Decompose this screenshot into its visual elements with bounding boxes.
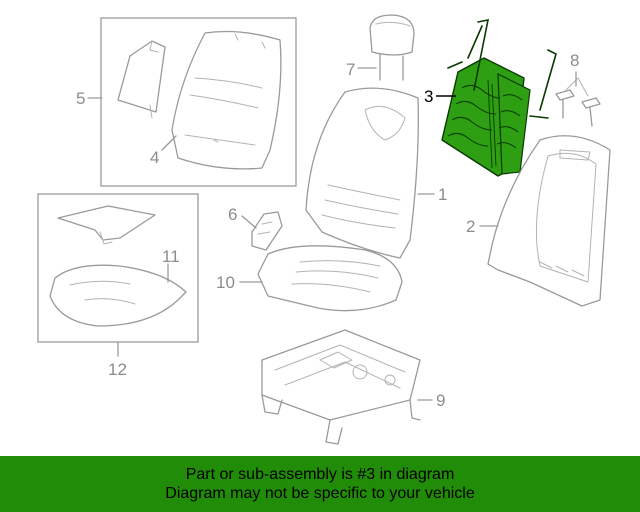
callout-8: 8 [570, 51, 579, 70]
callout-7: 7 [346, 60, 355, 79]
callout-3: 3 [424, 87, 433, 106]
callout-4: 4 [150, 148, 159, 167]
part-5-seatback-pad[interactable] [117, 40, 166, 119]
part-notice-line: Part or sub-assembly is #3 in diagram [185, 466, 455, 483]
part-6-bracket[interactable] [251, 211, 283, 251]
callout-2: 2 [466, 217, 475, 236]
callout-leaders [87, 67, 577, 401]
seat-parts-diagram: 5 4 7 3 8 1 2 6 10 11 12 9 [37, 14, 611, 445]
vehicle-disclaimer-line: Diagram may not be specific to your vehi… [165, 485, 475, 502]
seat-cushion-group-box [37, 193, 199, 343]
callout-11: 11 [162, 247, 180, 266]
callout-1: 1 [438, 185, 447, 204]
callout-6: 6 [228, 205, 237, 224]
part-4-seatback-cover[interactable] [171, 30, 282, 170]
part-2-seatback-frame[interactable] [487, 135, 611, 307]
part-8-clips[interactable] [555, 77, 601, 127]
part-12-cushion-panel[interactable] [57, 205, 156, 245]
callout-12: 12 [108, 360, 127, 379]
part-3-seatback-suspension-panel[interactable] [441, 18, 557, 177]
callout-10: 10 [216, 273, 235, 292]
callout-9: 9 [436, 391, 445, 410]
seatback-cover-group-box [100, 17, 297, 187]
part-1-seatback-assembly[interactable] [305, 87, 419, 259]
part-11-cushion-pad[interactable] [49, 264, 187, 327]
part-notice-banner: Part or sub-assembly is #3 in diagram Di… [0, 456, 640, 512]
part-7-headrest[interactable] [369, 14, 415, 81]
part-9-seat-track[interactable] [261, 329, 421, 445]
callout-5: 5 [76, 89, 85, 108]
part-10-seat-cushion[interactable] [257, 245, 403, 312]
